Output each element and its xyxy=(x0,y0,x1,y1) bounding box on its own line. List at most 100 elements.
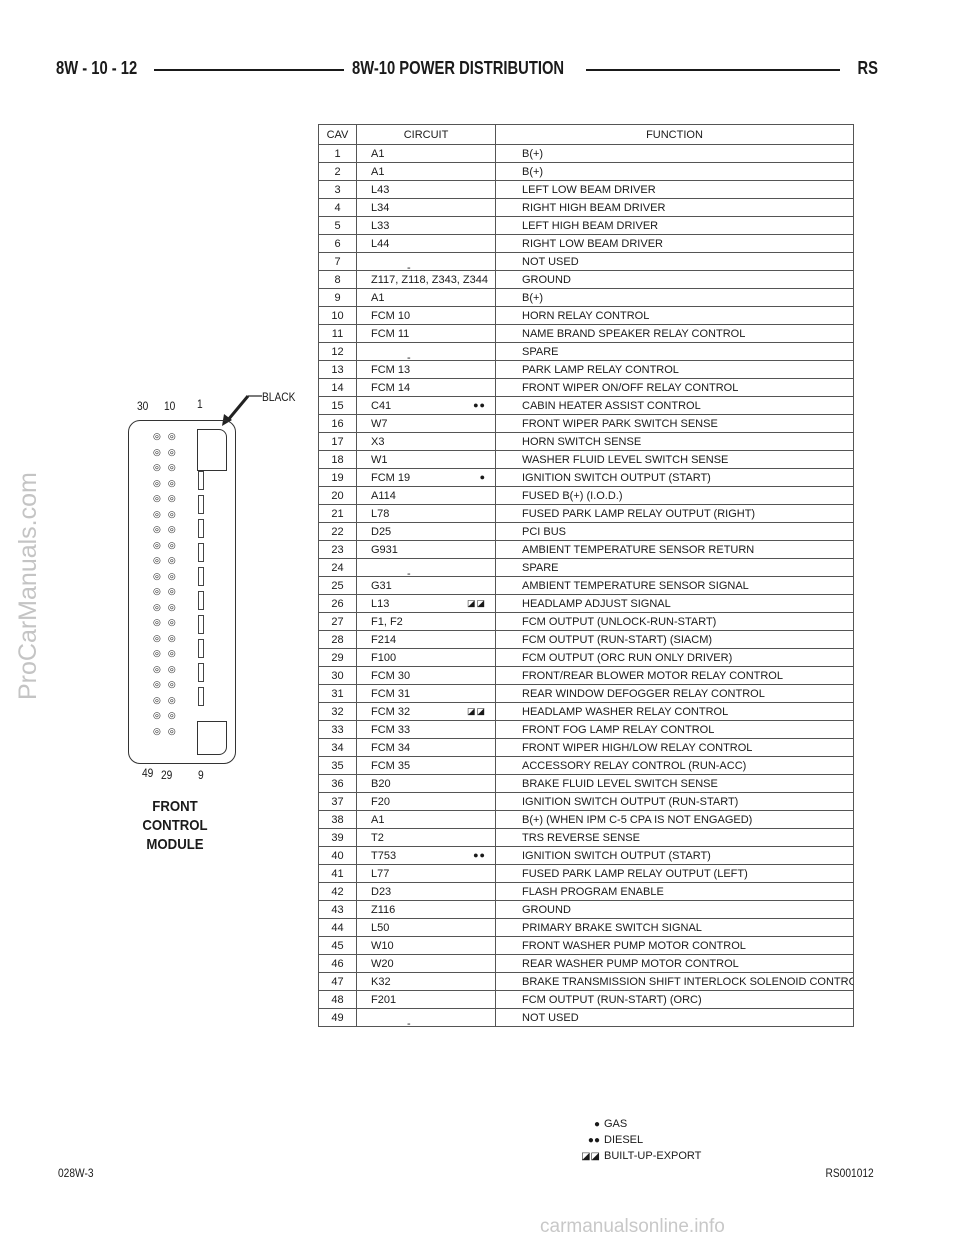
cavity-number: 48 xyxy=(318,990,357,1009)
legend-label: GAS xyxy=(604,1118,628,1130)
circuit-cell: FCM 32◪◪ xyxy=(356,702,496,721)
circuit-code: Z116 xyxy=(371,903,396,916)
cavity-number: 24 xyxy=(318,558,357,577)
function-cell: PARK LAMP RELAY CONTROL xyxy=(495,360,854,379)
pin-label-1: 1 xyxy=(197,397,203,411)
cavity-number: 21 xyxy=(318,504,357,523)
circuit-cell: W20 xyxy=(356,954,496,973)
circuit-code: A1 xyxy=(371,291,385,304)
function-cell: PCI BUS xyxy=(495,522,854,541)
cavity-number: 22 xyxy=(318,522,357,541)
circuit-code: L44 xyxy=(371,237,390,250)
blade-terminal-slot xyxy=(198,519,204,538)
circuit-code: L33 xyxy=(371,219,390,232)
blade-terminal-slot xyxy=(198,471,204,490)
circuit-cell: Z117, Z118, Z343, Z344 xyxy=(356,270,496,289)
function-cell: BRAKE TRANSMISSION SHIFT INTERLOCK SOLEN… xyxy=(495,972,854,991)
cavity-number: 7 xyxy=(318,252,357,271)
cavity-number: 28 xyxy=(318,630,357,649)
cavity-number: 3 xyxy=(318,180,357,199)
function-cell: FRONT WIPER HIGH/LOW RELAY CONTROL xyxy=(495,738,854,757)
circuit-code: K32 xyxy=(371,975,391,988)
circuit-cell: L77 xyxy=(356,864,496,883)
table-header-row: CAV CIRCUIT FUNCTION xyxy=(318,124,854,145)
cavity-number: 29 xyxy=(318,648,357,667)
circuit-cell: L44 xyxy=(356,234,496,253)
function-cell: HORN SWITCH SENSE xyxy=(495,432,854,451)
function-cell: FCM OUTPUT (ORC RUN ONLY DRIVER) xyxy=(495,648,854,667)
module-name-line: MODULE xyxy=(146,836,204,853)
cavity-number: 34 xyxy=(318,738,357,757)
circuit-code: W7 xyxy=(371,417,388,430)
pin-cavity-row: ◎◎ xyxy=(153,617,183,627)
module-name: FRONT CONTROL MODULE xyxy=(135,797,214,854)
circuit-code: D23 xyxy=(371,885,392,898)
blade-terminal-slot xyxy=(198,591,204,610)
cavity-number: 19 xyxy=(318,468,357,487)
circuit-cell: A114 xyxy=(356,486,496,505)
function-cell: B(+) xyxy=(495,144,854,163)
circuit-code: FCM 30 xyxy=(371,669,411,682)
cavity-number: 4 xyxy=(318,198,357,217)
function-cell: FUSED PARK LAMP RELAY OUTPUT (LEFT) xyxy=(495,864,854,883)
cavity-number: 42 xyxy=(318,882,357,901)
legend-item: ◪◪BUILT-UP-EXPORT xyxy=(576,1150,701,1166)
circuit-cell: D25 xyxy=(356,522,496,541)
blade-terminal-slot xyxy=(198,687,204,706)
connector-face: ◎◎◎◎◎◎◎◎◎◎◎◎◎◎◎◎◎◎◎◎◎◎◎◎◎◎◎◎◎◎◎◎◎◎◎◎◎◎◎◎ xyxy=(128,420,236,764)
cavity-number: 35 xyxy=(318,756,357,775)
blade-terminal-slot xyxy=(198,615,204,634)
module-name-line: CONTROL xyxy=(142,817,208,834)
circuit-code: C41 xyxy=(371,399,392,412)
circuit-cell: A1 xyxy=(356,162,496,181)
circuit-cell: F201 xyxy=(356,990,496,1009)
export-marker-icon: ◪◪ xyxy=(581,1151,600,1162)
circuit-code: F1, F2 xyxy=(371,615,403,628)
blade-terminal-slot xyxy=(198,543,204,562)
pin-label-10: 10 xyxy=(164,399,176,413)
circuit-cell: FCM 11 xyxy=(356,324,496,343)
cavity-number: 2 xyxy=(318,162,357,181)
page-title: 8W-10 POWER DISTRIBUTION xyxy=(352,58,565,78)
circuit-cell: - xyxy=(356,252,496,271)
blade-terminal-slot xyxy=(198,663,204,682)
cavity-number: 36 xyxy=(318,774,357,793)
cavity-number: 5 xyxy=(318,216,357,235)
table-row: 24-SPARE xyxy=(318,558,854,577)
circuit-cell: F1, F2 xyxy=(356,612,496,631)
blade-terminal-slot xyxy=(198,567,204,586)
legend-item: ●GAS xyxy=(576,1118,701,1134)
header-rule-left xyxy=(154,69,344,71)
circuit-code: G931 xyxy=(371,543,398,556)
function-cell: FRONT/REAR BLOWER MOTOR RELAY CONTROL xyxy=(495,666,854,685)
circuit-code: FCM 33 xyxy=(371,723,411,736)
function-cell: IGNITION SWITCH OUTPUT (RUN-START) xyxy=(495,792,854,811)
figure-code-left: 028W-3 xyxy=(58,1166,94,1180)
circuit-cell: A1 xyxy=(356,144,496,163)
circuit-code: W1 xyxy=(371,453,388,466)
cavity-number: 26 xyxy=(318,594,357,613)
page-header: 8W - 10 - 12 8W-10 POWER DISTRIBUTION RS xyxy=(56,58,878,84)
circuit-code: G31 xyxy=(371,579,392,592)
pin-cavity-row: ◎◎ xyxy=(153,663,183,674)
pin-cavity-row: ◎◎ xyxy=(153,477,183,488)
function-cell: NOT USED xyxy=(495,1008,854,1027)
function-cell: AMBIENT TEMPERATURE SENSOR SIGNAL xyxy=(495,576,854,595)
connector-notch-bottom xyxy=(197,721,227,755)
